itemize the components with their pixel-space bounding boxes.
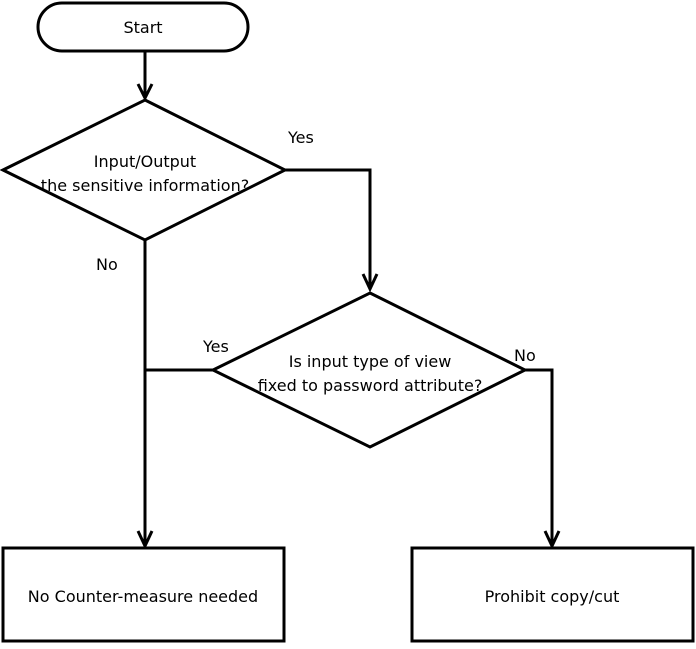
decision1-line1: Input/Output [94,152,196,171]
edge-decision2-no [525,368,554,546]
decision2-yes-label: Yes [202,337,229,356]
decision-password-attribute [209,291,529,449]
arrowhead-no-countermeasure [136,530,154,550]
arrowhead-decision2 [361,273,379,293]
edge-decision1-yes [285,168,372,289]
box-prohibit-label: Prohibit copy/cut [485,587,620,606]
decision2-line2: fixed to password attribute? [258,376,483,395]
box-prohibit-copy-cut [410,546,695,643]
start-terminator [36,1,250,53]
box-no-countermeasure-label: No Counter-measure needed [28,587,258,606]
arrowhead-prohibit [543,530,561,550]
decision1-line2: the sensitive information? [41,176,249,195]
decision1-yes-label: Yes [287,128,314,147]
start-label: Start [123,18,162,37]
box-no-countermeasure [1,546,286,643]
decision2-no-label: No [514,346,536,365]
decision2-line1: Is input type of view [289,352,452,371]
arrowhead-decision1 [136,83,154,102]
decision1-no-label: No [96,255,118,274]
